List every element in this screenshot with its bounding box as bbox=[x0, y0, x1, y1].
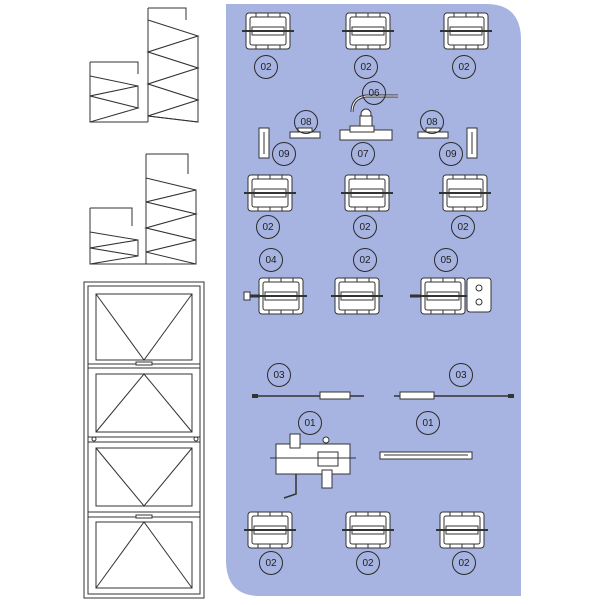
label-hinge-r4c1: 02 bbox=[259, 551, 283, 575]
label-hinge-r2c1: 02 bbox=[256, 215, 280, 239]
label-hook-left: 08 bbox=[294, 110, 318, 134]
rod-part-right bbox=[394, 391, 514, 400]
hinge-part-r1c3 bbox=[440, 12, 492, 50]
label-hinge-r2c3: 02 bbox=[451, 215, 475, 239]
hinge-with-lock-part bbox=[410, 277, 492, 315]
label-hinge-r4c2: 02 bbox=[356, 551, 380, 575]
label-rod-left: 03 bbox=[267, 363, 291, 387]
label-lock-body: 01 bbox=[298, 411, 322, 435]
label-hook-right: 08 bbox=[420, 110, 444, 134]
hinge-part-r2c3 bbox=[439, 174, 491, 212]
keeper-part-left bbox=[258, 127, 270, 159]
label-hinge-r1c3: 02 bbox=[452, 55, 476, 79]
rod-part-left bbox=[252, 391, 364, 400]
label-hinge-r4c3: 02 bbox=[452, 551, 476, 575]
keeper-part-right bbox=[466, 127, 478, 159]
label-rod-right: 03 bbox=[449, 363, 473, 387]
hinge-part-r4c1 bbox=[244, 511, 296, 549]
label-handle-base: 07 bbox=[351, 142, 375, 166]
fold-diagram-middle bbox=[89, 153, 198, 265]
hinge-part-r1c1 bbox=[242, 12, 294, 50]
label-keeper-left: 09 bbox=[272, 142, 296, 166]
label-hinge-mid: 02 bbox=[353, 248, 377, 272]
hinge-with-bar-part bbox=[243, 277, 307, 315]
label-hinge-r2c2: 02 bbox=[353, 215, 377, 239]
lock-body-part bbox=[270, 433, 356, 499]
hinge-part-r3c2 bbox=[331, 277, 383, 315]
hinge-part-r4c3 bbox=[436, 511, 488, 549]
hinge-part-r2c2 bbox=[341, 174, 393, 212]
label-hinge-with-lock: 05 bbox=[434, 248, 458, 272]
hinge-part-r1c2 bbox=[342, 12, 394, 50]
connector-part bbox=[379, 451, 473, 460]
hinge-part-r4c2 bbox=[342, 511, 394, 549]
label-keeper-right: 09 bbox=[439, 142, 463, 166]
fold-diagram-top bbox=[89, 7, 200, 123]
label-hinge-r1c2: 02 bbox=[354, 55, 378, 79]
hinge-part-r2c1 bbox=[244, 174, 296, 212]
label-hinge-with-bar: 04 bbox=[259, 248, 283, 272]
handle-base-part bbox=[339, 125, 393, 141]
label-handle: 06 bbox=[362, 81, 386, 105]
label-hinge-r1c1: 02 bbox=[254, 55, 278, 79]
door-elevation bbox=[83, 281, 205, 599]
label-connector: 01 bbox=[416, 411, 440, 435]
